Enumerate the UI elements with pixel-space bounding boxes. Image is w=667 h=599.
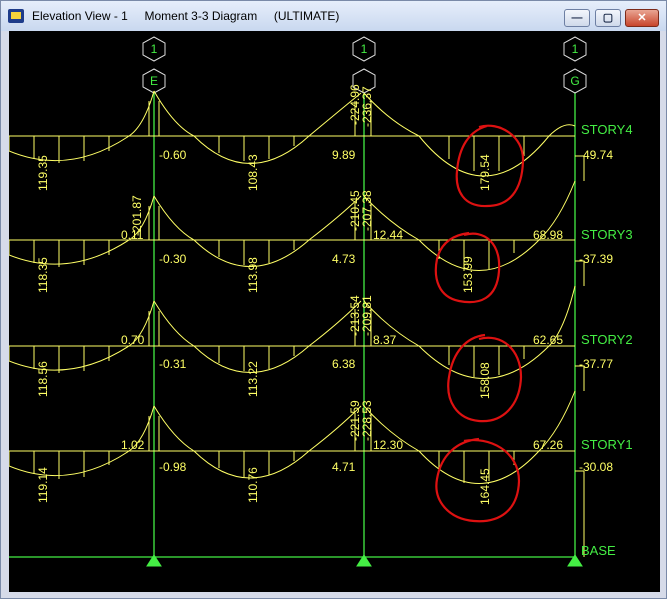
annotation-circle-story4	[455, 124, 525, 208]
grid-bubble-G[interactable]	[563, 36, 587, 94]
grid-bubble-E-letter: E	[150, 74, 158, 88]
annotation-circle-story1	[435, 437, 521, 523]
drawing-canvas[interactable]: 1 E 1 1 G	[9, 31, 660, 592]
s2-left-G: 62.65	[533, 333, 563, 347]
story-label-1: STORY1	[581, 437, 633, 452]
s2-right-mid-small: 8.37	[373, 333, 397, 347]
support-G	[567, 554, 583, 567]
s3-left-E: -201.87	[130, 195, 144, 236]
s2-top-mid2: -209.81	[360, 295, 374, 336]
s1-left-E-small: 1.02	[121, 438, 145, 452]
s3-right-mid: 4.73	[332, 252, 356, 266]
close-button[interactable]: ✕	[625, 9, 659, 27]
s3-left-E-small: 0.11	[121, 228, 144, 242]
story-label-base: BASE	[581, 543, 616, 558]
story-label-2: STORY2	[581, 332, 633, 347]
s1-left-G: 67.26	[533, 438, 563, 452]
annotation-circles	[434, 124, 525, 523]
s1-right-mid-small: 12.30	[373, 438, 403, 452]
grid-bubble-mid-number: 1	[361, 42, 368, 56]
story-labels: STORY4 STORY3 STORY2 STORY1 BASE	[581, 122, 633, 558]
grid-bubble-G-letter: G	[570, 74, 579, 88]
s2-bay1-mid: 118.56	[36, 361, 50, 397]
s2-right-mid: 6.38	[332, 357, 356, 371]
s3-left-G: 68.98	[533, 228, 563, 242]
support-E	[146, 554, 162, 567]
s4-bay3-mid: 179.54	[478, 154, 492, 191]
s3-right-G: -37.39	[579, 252, 613, 266]
s4-top-mid: -224.96	[348, 84, 362, 125]
app-icon	[8, 9, 24, 23]
s3-top-mid2: -207.38	[360, 190, 374, 231]
s2-bay3-mid: 158.08	[478, 362, 492, 399]
restore-button[interactable]: ▢	[595, 9, 621, 27]
grid-bubble-E[interactable]	[142, 36, 166, 94]
s3-bay3-mid: 153.99	[461, 256, 475, 293]
story-label-3: STORY3	[581, 227, 633, 242]
s1-bay2-mid: 110.76	[246, 467, 260, 503]
moment-diagram	[9, 90, 585, 557]
minimize-button[interactable]: —	[564, 9, 590, 27]
s1-right-E: -0.98	[159, 460, 187, 474]
grid-lines	[9, 91, 576, 561]
grid-bubble-E-number: 1	[151, 42, 158, 56]
s2-left-E-small: 0.70	[121, 333, 145, 347]
s2-right-G: -37.77	[579, 357, 613, 371]
s3-bay2-mid: 113.98	[246, 257, 260, 293]
grid-bubble-mid[interactable]	[352, 36, 376, 94]
annotation-circle-story2	[447, 333, 523, 423]
window-title: Elevation View - 1 Moment 3-3 Diagram (U…	[32, 9, 340, 23]
grid-bubble-G-number: 1	[572, 42, 579, 56]
title-bar[interactable]: Elevation View - 1 Moment 3-3 Diagram (U…	[1, 1, 666, 31]
s1-top-mid: -221.59	[348, 400, 362, 441]
s2-bay2-mid: 113.22	[246, 361, 260, 397]
s4-bay1-mid: 119.35	[36, 155, 50, 191]
s4-right-G: -49.74	[579, 148, 613, 162]
moment-values: 119.35 -0.60 108.43 -224.96 -236.37 9.89…	[36, 84, 613, 505]
supports	[146, 554, 583, 567]
s4-top-mid2: -236.37	[360, 86, 374, 127]
s1-right-mid: 4.71	[332, 460, 356, 474]
s1-right-G: -30.08	[579, 460, 613, 474]
support-mid	[356, 554, 372, 567]
s2-right-E: -0.31	[159, 357, 187, 371]
s1-bay3-mid: 164.45	[478, 468, 492, 505]
s4-right-mid: 9.89	[332, 148, 356, 162]
s3-bay1-mid: 118.35	[36, 257, 50, 293]
story-label-4: STORY4	[581, 122, 633, 137]
s4-bay2-mid: 108.43	[246, 154, 260, 191]
s2-top-mid: -213.54	[348, 295, 362, 336]
s1-top-mid2: -228.53	[360, 400, 374, 441]
s3-right-E: -0.30	[159, 252, 187, 266]
s4-right-E: -0.60	[159, 148, 187, 162]
annotation-circle-story3	[434, 231, 501, 304]
s1-bay1-mid: 119.14	[36, 467, 50, 503]
s3-right-mid-small: 12.44	[373, 228, 403, 242]
s3-top-mid: -210.45	[348, 190, 362, 231]
